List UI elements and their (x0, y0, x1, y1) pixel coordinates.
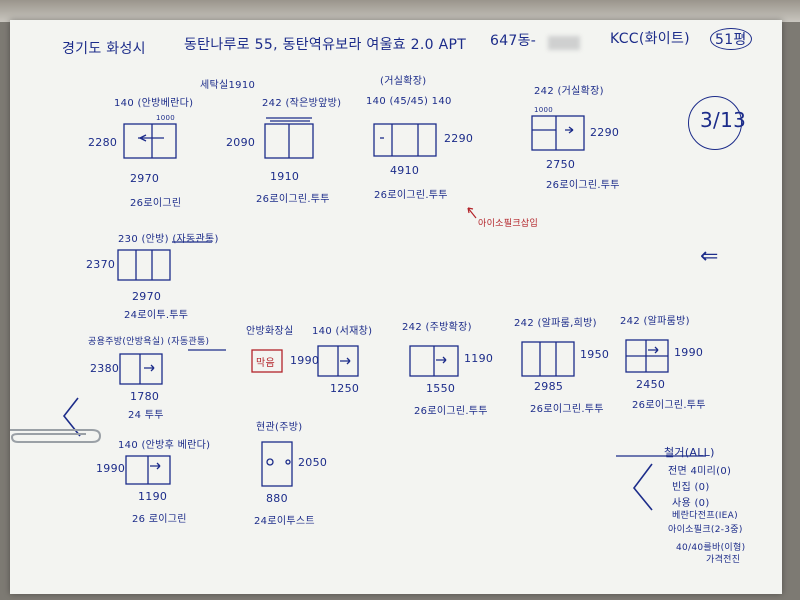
window-8-side: 1990 (290, 354, 320, 367)
window-5-top: 230 (안방) (자동관통) (118, 234, 219, 245)
window-4-extra: 1000 (534, 106, 554, 114)
window-1-note: 26로이그린 (130, 198, 182, 209)
window-1-top: 140 (안방베란다) (114, 98, 194, 109)
window-6-top: 공용주방(안방욕실) (자동관통) (88, 337, 210, 347)
redacted-unit-number (548, 36, 580, 50)
left-arrow-icon: ⇐ (700, 244, 719, 269)
door-frame (261, 441, 293, 487)
window-8-top: 140 (서재창) (312, 326, 373, 337)
checklist-item: 40/40를바(이형) (676, 543, 746, 553)
window-13-bottom: 880 (266, 492, 288, 505)
window-13-note: 24로이투스트 (254, 516, 315, 527)
window-4-top: 242 (거실확장) (534, 86, 604, 97)
window-1-extra: 1000 (156, 114, 176, 122)
count-circle (688, 96, 742, 150)
window-10-top: 242 (알파룸,희방) (514, 318, 597, 329)
window-frame-7 (251, 349, 283, 373)
paper-sheet (10, 20, 782, 594)
window-frame-5 (117, 249, 171, 281)
window-7-top: 안방화장실 (246, 326, 294, 337)
window-11-top: 242 (알파룸방) (620, 316, 690, 327)
window-4-note: 26로이그린.투투 (546, 180, 620, 191)
count-label: 3/13 (700, 108, 747, 132)
window-3-note: 26로이그린.투투 (374, 190, 448, 201)
right-chevron-mark (632, 463, 653, 511)
checklist-title: 철거(ALL) (664, 446, 715, 459)
background-edge (0, 0, 800, 22)
window-7-extra: 막음 (256, 358, 275, 369)
window-frame-6 (119, 353, 163, 385)
window-4-bottom: 2750 (546, 158, 576, 171)
window-6-note: 24 투투 (128, 410, 164, 421)
window-9-bottom: 1550 (426, 382, 456, 395)
window-3-top: 140 (45/45) 140 (366, 96, 452, 107)
header-size: 51평 (710, 28, 752, 50)
window-frame-10 (521, 341, 575, 377)
window-6-side: 2380 (90, 362, 120, 375)
checklist-item: 가격전진 (706, 555, 741, 565)
window-2-note: 26로이그린.투투 (256, 194, 330, 205)
window-13-side: 2050 (298, 456, 328, 469)
window-1-bottom: 2970 (130, 172, 160, 185)
window-12-note: 26 로이그린 (132, 514, 187, 525)
checklist-item: 베란다전프(IEA) (672, 511, 738, 521)
window-6-bottom: 1780 (130, 390, 160, 403)
window-10-side: 1950 (580, 348, 610, 361)
checklist-item: 아이소필크(2-3중) (668, 525, 743, 535)
window-10-bottom: 2985 (534, 380, 564, 393)
window-12-bottom: 1190 (138, 490, 168, 503)
header-address: 동탄나루로 55, 동탄역유보라 여울효 2.0 APT (184, 37, 467, 53)
window-10-note: 26로이그린.투투 (530, 404, 604, 415)
window-11-side: 1990 (674, 346, 704, 359)
header-region: 경기도 화성시 (62, 41, 146, 57)
window-frame-1 (123, 123, 177, 159)
checklist-item: 전면 4미리(0) (668, 466, 732, 477)
window-3-bottom: 4910 (390, 164, 420, 177)
window-2-top: 242 (작은방앞방) (262, 98, 342, 109)
window-5-side: 2370 (86, 258, 116, 271)
window-9-side: 1190 (464, 352, 494, 365)
paper-clip (10, 429, 102, 443)
window-12-side: 1990 (96, 462, 126, 475)
window-3-extra: (거실확장) (380, 76, 427, 87)
window-5-note: 24로이투.투투 (124, 310, 189, 321)
window-3-side: 2290 (444, 132, 474, 145)
window-12-top: 140 (안방후 베란다) (118, 440, 211, 451)
window-5-bottom: 2970 (132, 290, 162, 303)
window-2-bottom: 1910 (270, 170, 300, 183)
window-9-note: 26로이그린.투투 (414, 406, 488, 417)
header-spec: KCC(화이트) (610, 31, 690, 47)
window-1-side: 2280 (88, 136, 118, 149)
checklist-item: 빈집 (0) (672, 482, 710, 493)
header-unit: 647동- (490, 33, 537, 49)
window-11-bottom: 2450 (636, 378, 666, 391)
window-11-note: 26로이그린.투투 (632, 400, 706, 411)
window-2-extra: 세탁실1910 (200, 80, 256, 91)
window-2-side: 2090 (226, 136, 256, 149)
window-4-side: 2290 (590, 126, 620, 139)
window-13-top: 현관(주방) (256, 422, 303, 433)
window-8-bottom: 1250 (330, 382, 360, 395)
checklist-item: 사용 (0) (672, 498, 710, 509)
window-frame-3 (373, 123, 437, 157)
window-frame-4 (531, 115, 585, 151)
window-9-top: 242 (주방확장) (402, 322, 472, 333)
red-annotation: 아이소필크삽입 (478, 219, 539, 229)
